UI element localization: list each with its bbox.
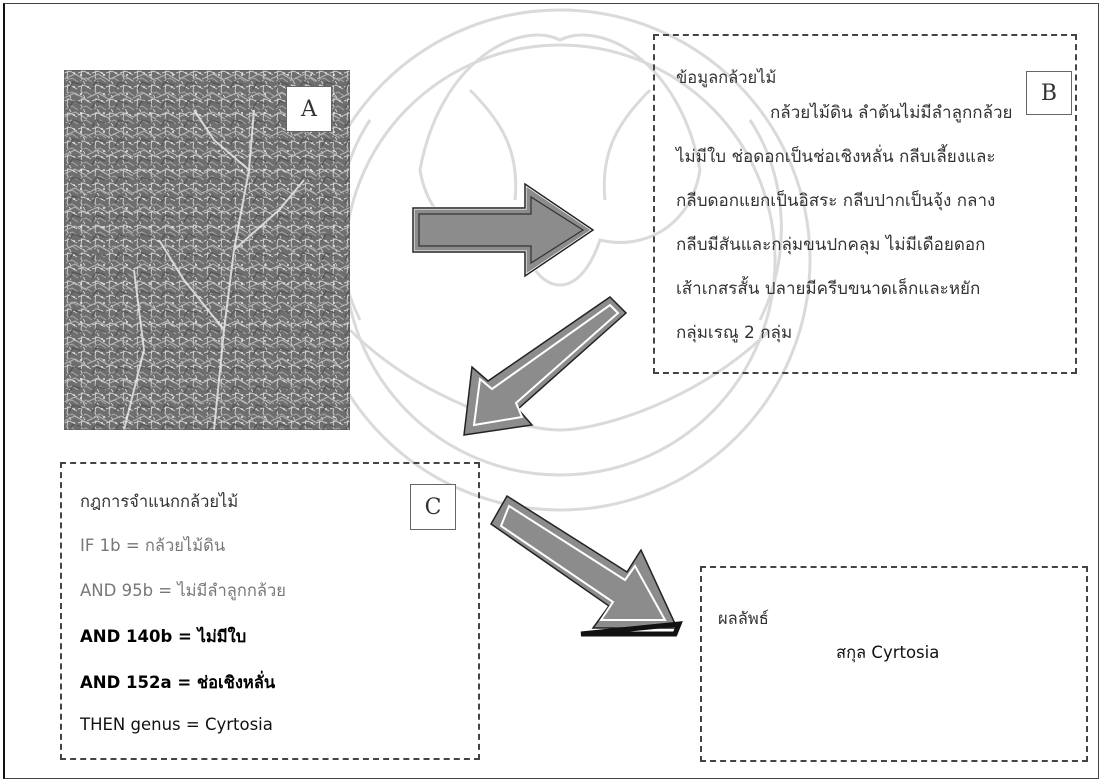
info-title: ข้อมูลกล้วยไม้ xyxy=(676,68,777,87)
info-line-4: กลีบมีสันและกลุ่มขนปกคลุม ไม่มีเดือยดอก xyxy=(676,235,986,255)
result-title: ผลลัพธ์ xyxy=(718,609,769,628)
rules-label-c: C xyxy=(410,484,456,530)
rule-line-3: AND 140b = ไม่มีใบ xyxy=(80,627,247,646)
orchid-info-box xyxy=(653,34,1077,374)
result-box xyxy=(700,566,1088,762)
orchid-photo xyxy=(64,70,350,430)
rules-title: กฎการจำแนกกล้วยไม้ xyxy=(80,492,239,511)
info-line-6: กลุ่มเรณู 2 กลุ่ม xyxy=(676,323,793,343)
result-value: สกุล Cyrtosia xyxy=(836,643,940,662)
arrow-rules-to-result xyxy=(490,494,683,637)
rule-line-2: AND 95b = ไม่มีลำลูกกล้วย xyxy=(80,581,286,600)
info-line-1: กล้วยไม้ดิน ลำต้นไม่มีลำลูกกล้วย xyxy=(770,103,1013,123)
rule-line-4: AND 152a = ช่อเชิงหลั่น xyxy=(80,673,276,692)
arrow-info-to-rules xyxy=(463,296,628,436)
rule-line-5: THEN genus = Cyrtosia xyxy=(80,715,273,734)
info-line-5: เส้าเกสรสั้น ปลายมีครีบขนาดเล็กและหยัก xyxy=(676,279,981,299)
info-line-2: ไม่มีใบ ช่อดอกเป็นช่อเชิงหลั่น กลีบเลี้ย… xyxy=(676,147,996,167)
arrow-photo-to-info xyxy=(411,181,596,279)
photo-label-a: A xyxy=(286,86,332,132)
rule-line-1: IF 1b = กล้วยไม้ดิน xyxy=(80,536,226,555)
info-line-3: กลีบดอกแยกเป็นอิสระ กลีบปากเป็นจุ้ง กลาง xyxy=(676,191,996,211)
page-frame xyxy=(3,3,1099,779)
info-label-b: B xyxy=(1026,71,1072,115)
classification-rules-box xyxy=(60,462,480,760)
